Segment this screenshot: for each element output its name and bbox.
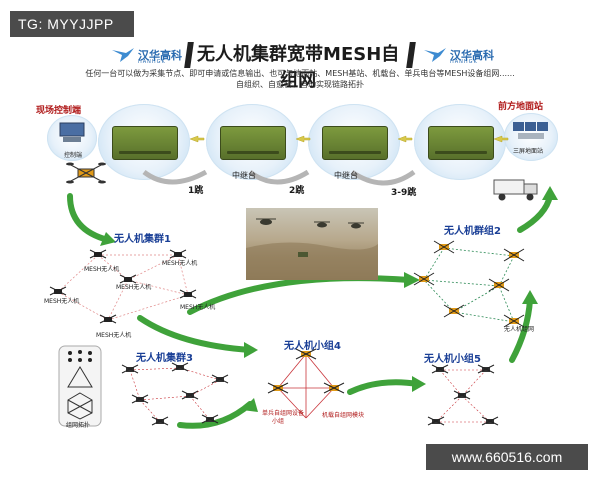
field-photo xyxy=(246,208,378,280)
three-stations-label: 三屏地面站 xyxy=(513,148,544,155)
brand-name-en: HANHGK xyxy=(138,59,166,65)
arrow-head-icon xyxy=(542,186,558,200)
brand-wing-icon xyxy=(112,48,134,62)
mesh-drone-label: MESH无人机 xyxy=(96,332,132,339)
topology-label: 组网拓扑 xyxy=(66,422,91,429)
brand-logo-right: 汉华高科 HANHGK xyxy=(424,43,494,67)
cluster-4-network xyxy=(267,348,345,419)
hop-arrow-icon xyxy=(397,135,413,143)
hop-3-9-label: 3-9跳 xyxy=(391,188,417,198)
mesh-radio-4 xyxy=(428,126,494,160)
mesh-drone-label: MESH无人机 xyxy=(84,266,120,273)
drone-group-label: 无人机组网 xyxy=(504,326,535,333)
hop-curve-2 xyxy=(248,169,310,185)
brand-wing-icon xyxy=(424,48,446,62)
tg-tag: TG: MYYJJPP xyxy=(10,11,134,37)
relay-1-label: 中继台 xyxy=(232,171,256,180)
arrow-head-icon xyxy=(412,376,426,392)
front-ground-label: 前方地面站 xyxy=(498,102,544,112)
brand-name: 汉华高科 xyxy=(450,49,494,62)
mesh-radio-3 xyxy=(322,126,388,160)
arrow-head-icon xyxy=(100,232,116,246)
topology-legend xyxy=(58,345,102,427)
hop-2-label: 2跳 xyxy=(289,186,305,196)
arrow-head-icon xyxy=(242,398,258,412)
mesh-radio-2 xyxy=(220,126,286,160)
cluster-1-label: 无人机集群1 xyxy=(114,234,171,245)
green-arrow-6 xyxy=(509,297,533,363)
mesh-radio-1 xyxy=(112,126,178,160)
ground-station-icon xyxy=(513,122,548,139)
mesh-drone-label: MESH无人机 xyxy=(162,260,198,267)
single-soldier-label: 单兵自组网设备 xyxy=(262,410,305,417)
ground-vehicle-icon xyxy=(493,179,538,201)
cluster-1-network xyxy=(49,249,197,324)
console-icon xyxy=(59,122,85,142)
mesh-drone-label: MESH无人机 xyxy=(44,298,80,305)
airborne-module-label: 机载自组网模块 xyxy=(322,412,365,419)
brand-logo-left: 汉华高科 HANHGK xyxy=(112,43,182,67)
lead-drone-icon xyxy=(66,162,106,184)
field-control-label: 现场控制端 xyxy=(36,106,82,116)
hop-arrow-icon xyxy=(493,135,509,143)
green-arrow-3 xyxy=(137,315,253,353)
mesh-drone-label: MESH无人机 xyxy=(180,304,216,311)
brand-name: 汉华高科 xyxy=(138,49,182,62)
helicopters-icon xyxy=(246,218,378,280)
green-arrow-1 xyxy=(67,193,111,243)
cluster-5-label: 无人机小组5 xyxy=(424,354,481,365)
cluster-3-label: 无人机集群3 xyxy=(136,353,193,364)
console-label: 控制端 xyxy=(64,152,83,159)
green-arrow-5 xyxy=(347,379,421,395)
site-watermark: www.660516.com xyxy=(426,444,588,470)
mesh-drone-label: MESH无人机 xyxy=(116,284,152,291)
hop-1-label: 1跳 xyxy=(188,186,204,196)
arrow-head-icon xyxy=(404,272,420,288)
arrow-head-icon xyxy=(244,342,258,358)
brand-name-en: HANHGK xyxy=(450,59,478,65)
subtitle-line2: 自组织、自愈合、自动实现链路拓扑 xyxy=(236,80,364,89)
hop-arrow-icon xyxy=(295,135,311,143)
cluster-4-label: 无人机小组4 xyxy=(284,341,341,352)
hop-curve-3 xyxy=(350,169,416,186)
relay-2-label: 中继台 xyxy=(334,171,358,180)
arrow-head-icon xyxy=(522,290,538,304)
subtitle-line1: 任何一台可以做为采集节点、即可申请或信息输出、也可与地面站、MESH基站、机载台… xyxy=(85,69,515,78)
hop-curve-1 xyxy=(142,169,208,185)
cluster-2-label: 无人机群组2 xyxy=(444,226,501,237)
cluster-5-network xyxy=(427,364,499,426)
group-label: 小组 xyxy=(272,418,285,425)
cluster-2-network xyxy=(413,240,525,328)
cluster-3-network xyxy=(121,362,229,426)
hop-arrow-icon xyxy=(189,135,205,143)
